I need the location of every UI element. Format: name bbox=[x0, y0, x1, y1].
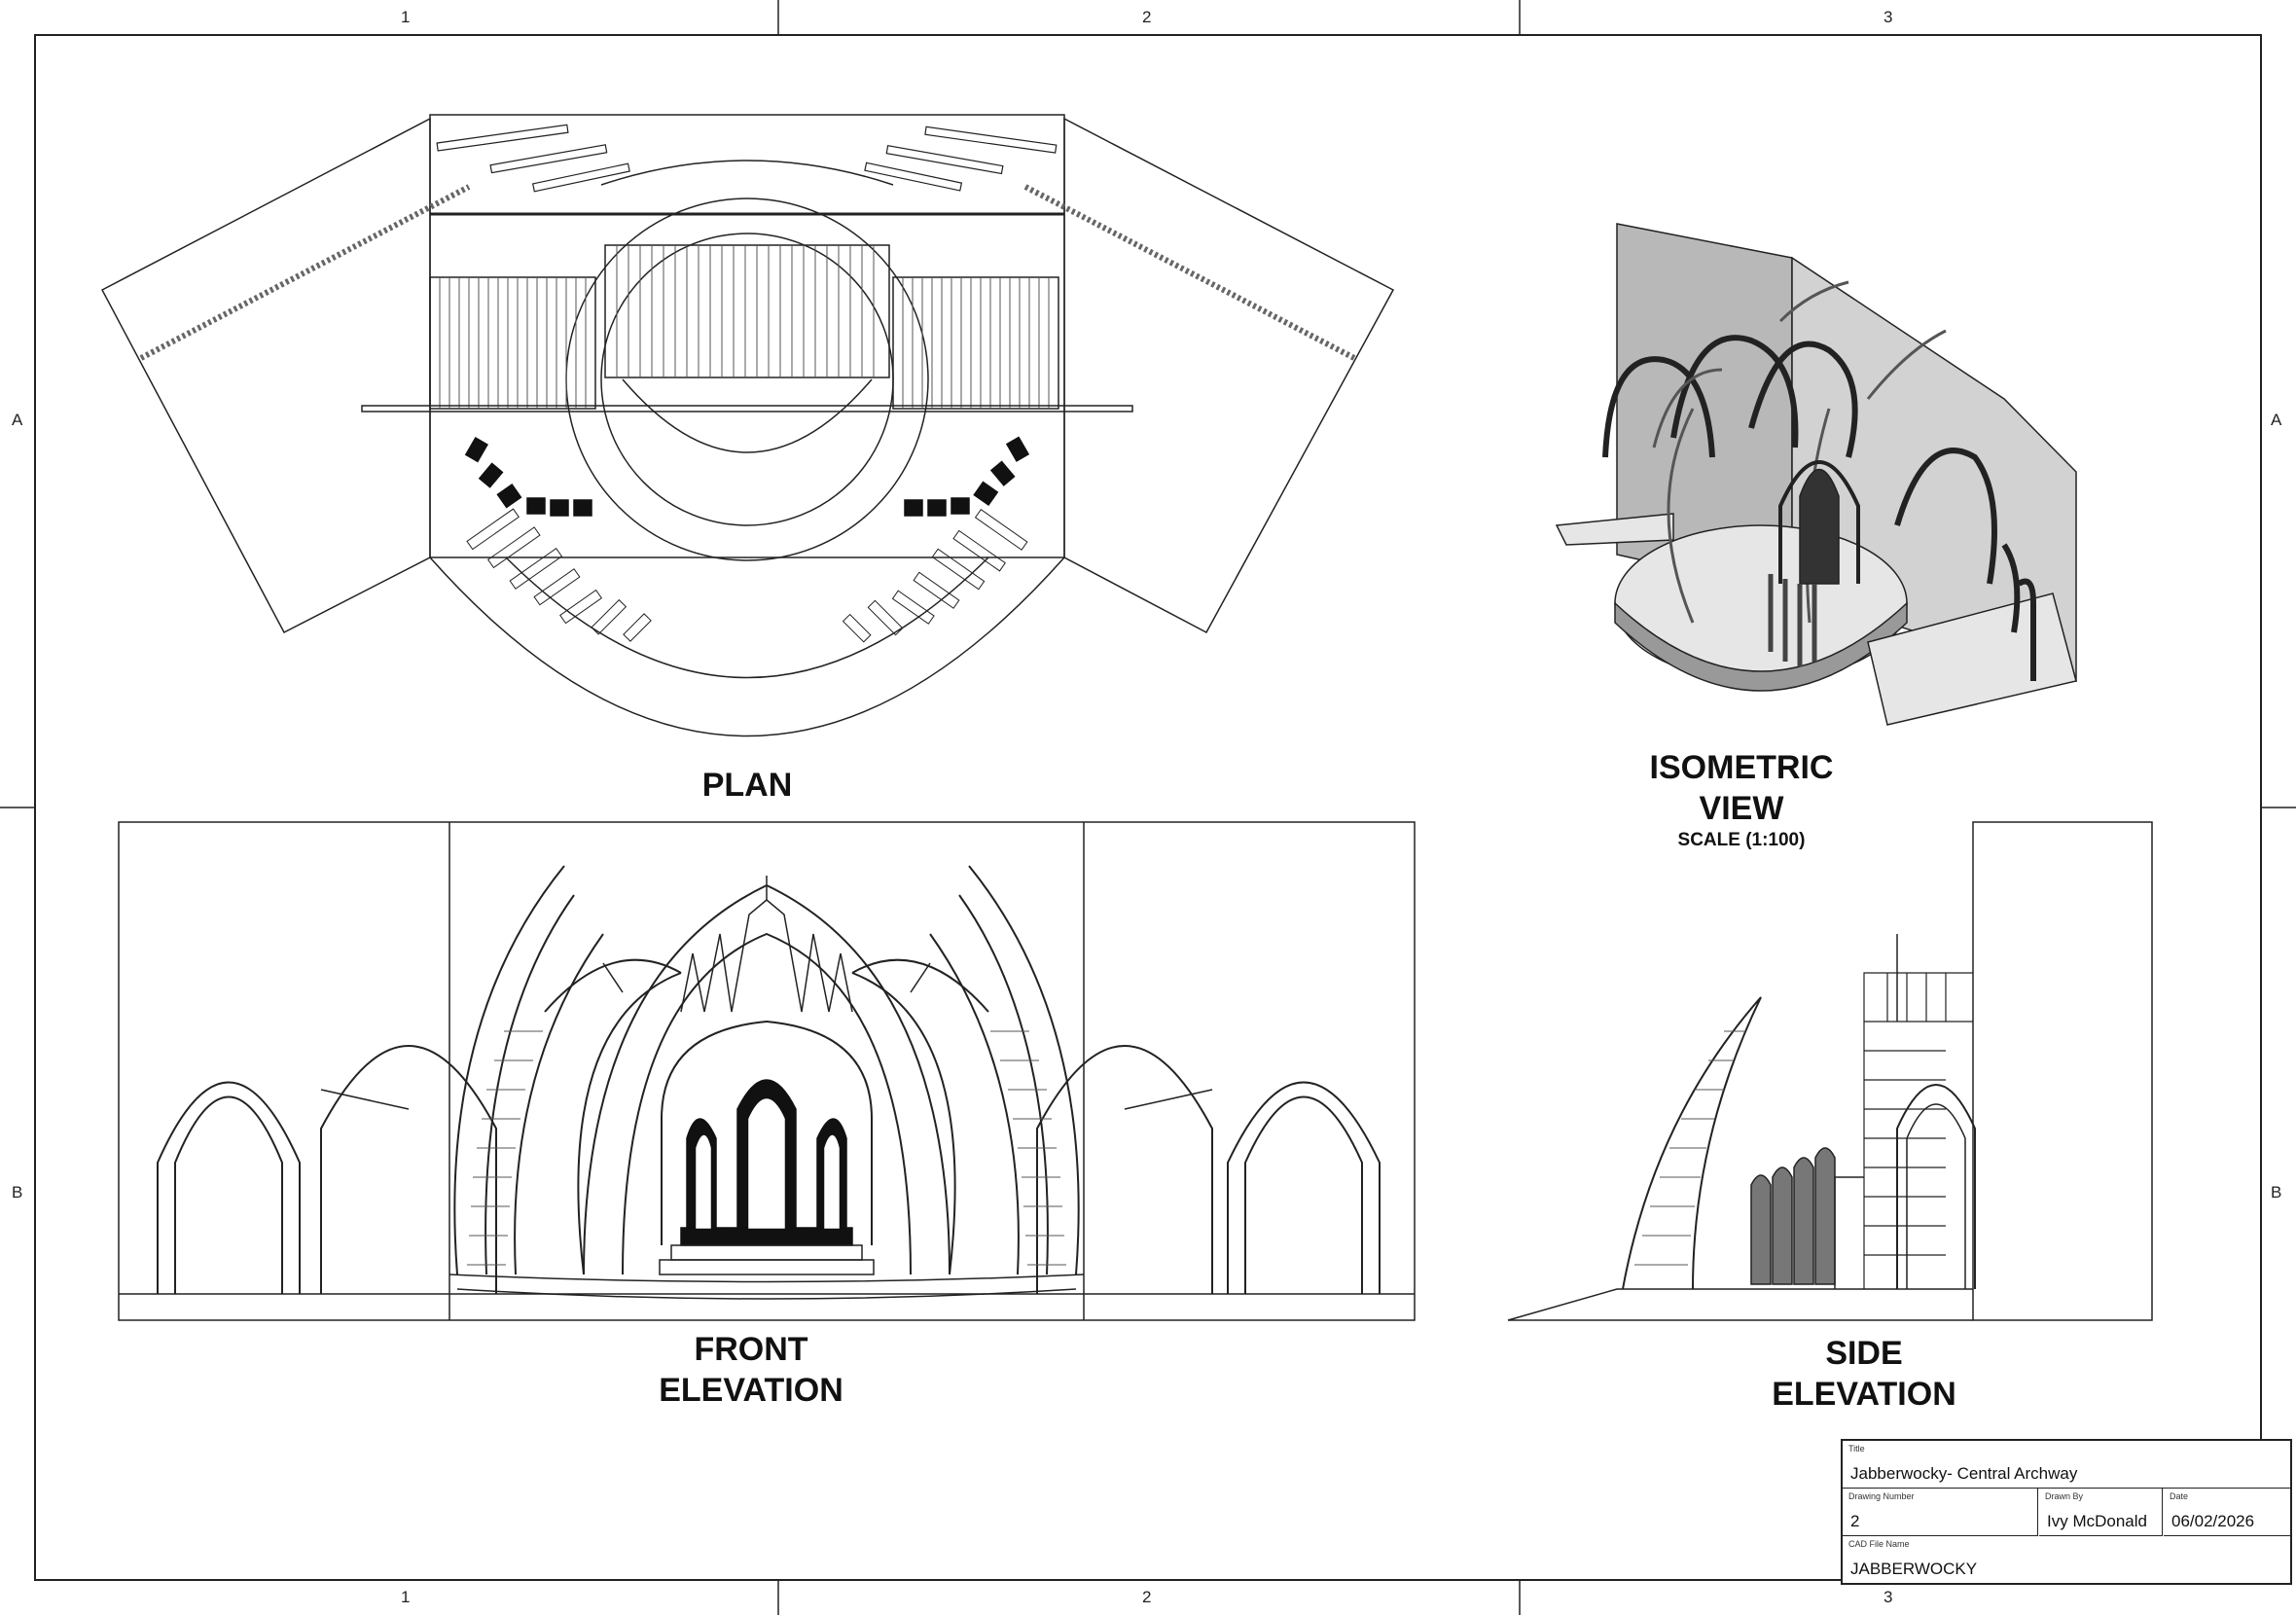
isometric-view-title: ISOMETRIC VIEW SCALE (1:100) bbox=[1605, 747, 1878, 852]
front-title-line2: ELEVATION bbox=[659, 1372, 843, 1409]
isometric-scale: SCALE (1:100) bbox=[1677, 830, 1806, 850]
title-cell: Title Jabberwocky- Central Archway bbox=[1843, 1441, 2290, 1489]
grid-col-1-bottom: 1 bbox=[401, 1588, 411, 1606]
grid-col-2-bottom: 2 bbox=[1142, 1588, 1152, 1606]
grid-col-3-bottom: 3 bbox=[1883, 1588, 1893, 1606]
cad-file-caption: CAD File Name bbox=[1848, 1539, 1910, 1549]
grid-row-a-right: A bbox=[2271, 411, 2282, 429]
drawing-number-value: 2 bbox=[1850, 1512, 1860, 1530]
grid-row-b-right: B bbox=[2271, 1183, 2282, 1202]
front-elevation-title: FRONT ELEVATION bbox=[605, 1329, 897, 1411]
plan-view-title: PLAN bbox=[650, 765, 844, 806]
side-title-line1: SIDE bbox=[1825, 1335, 1903, 1372]
title-value: Jabberwocky- Central Archway bbox=[1850, 1464, 2078, 1483]
date-cell: Date 06/02/2026 bbox=[2164, 1489, 2290, 1536]
side-title-line2: ELEVATION bbox=[1772, 1376, 1956, 1413]
date-value: 06/02/2026 bbox=[2171, 1512, 2255, 1530]
plan-title-text: PLAN bbox=[701, 767, 793, 804]
grid-col-1-top: 1 bbox=[401, 8, 411, 26]
grid-row-a-left: A bbox=[12, 411, 23, 429]
date-caption: Date bbox=[2170, 1491, 2189, 1501]
isometric-title-line2: VIEW bbox=[1699, 790, 1784, 827]
drawing-number-caption: Drawing Number bbox=[1848, 1491, 1915, 1501]
grid-col-2-top: 2 bbox=[1142, 8, 1152, 26]
title-caption: Title bbox=[1848, 1444, 1865, 1454]
drawing-number-cell: Drawing Number 2 bbox=[1843, 1489, 2038, 1536]
drawn-by-caption: Drawn By bbox=[2045, 1491, 2084, 1501]
cad-file-cell: CAD File Name JABBERWOCKY bbox=[1843, 1536, 2290, 1583]
cad-file-value: JABBERWOCKY bbox=[1850, 1560, 1978, 1578]
grid-row-b-left: B bbox=[12, 1183, 23, 1202]
side-elevation-title: SIDE ELEVATION bbox=[1718, 1333, 2010, 1415]
drawn-by-cell: Drawn By Ivy McDonald bbox=[2039, 1489, 2163, 1536]
front-title-line1: FRONT bbox=[694, 1331, 808, 1368]
grid-col-3-top: 3 bbox=[1883, 8, 1893, 26]
isometric-title-line1: ISOMETRIC bbox=[1649, 749, 1834, 786]
drawn-by-value: Ivy McDonald bbox=[2047, 1512, 2147, 1530]
title-block: Title Jabberwocky- Central Archway Drawi… bbox=[1841, 1439, 2292, 1585]
